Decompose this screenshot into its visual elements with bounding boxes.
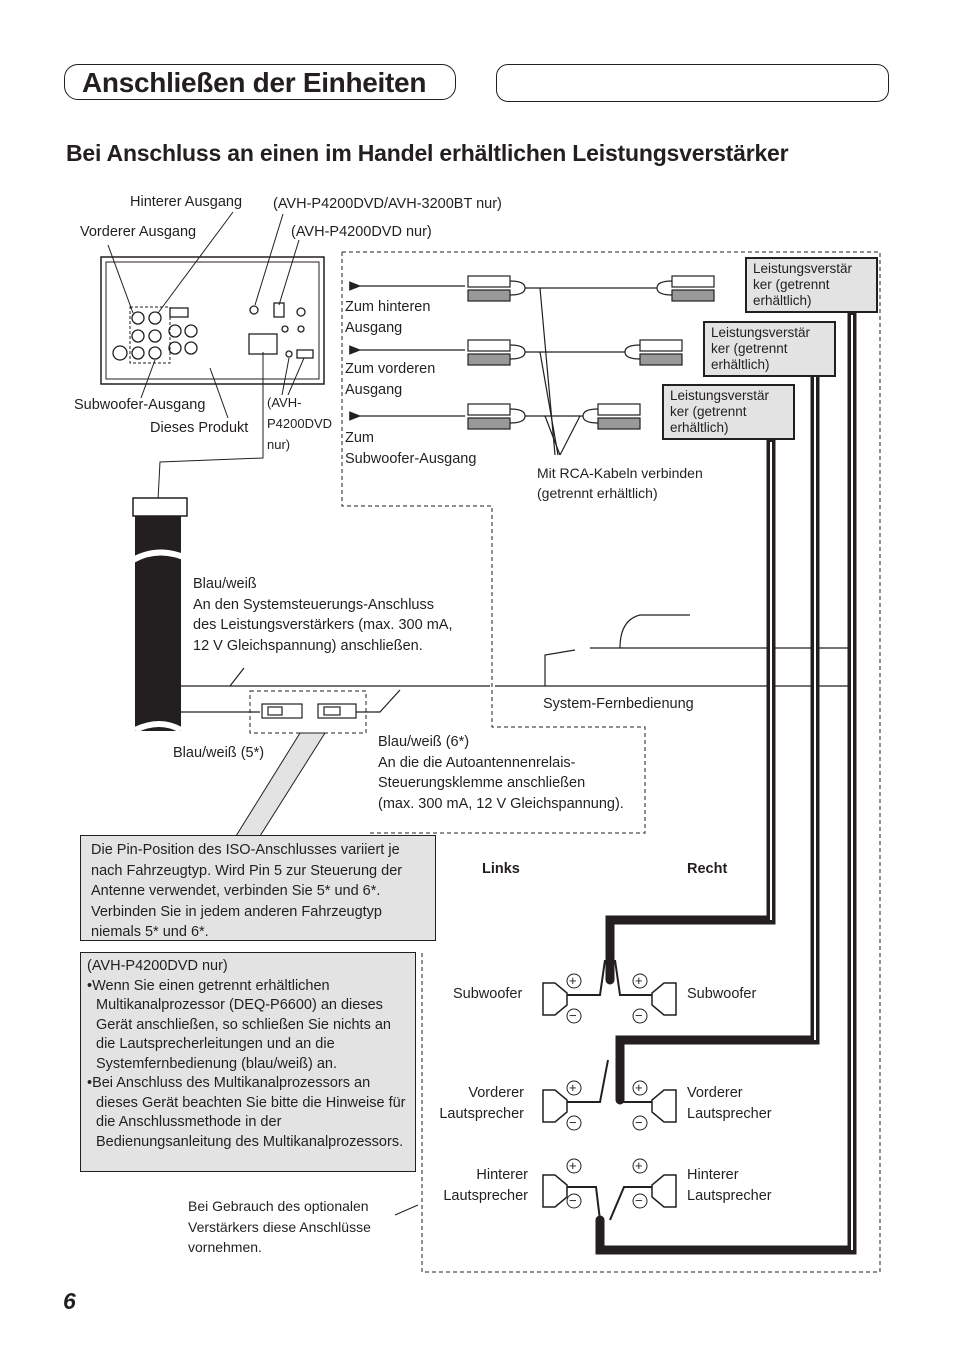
header-empty-frame <box>496 64 889 102</box>
front-output-label: Vorderer Ausgang <box>80 224 197 240</box>
minus-sign: − <box>635 1115 643 1130</box>
title-frame <box>64 64 456 100</box>
minus-sign: − <box>635 1193 643 1208</box>
subwoofer-right-label: Subwoofer <box>687 986 757 1002</box>
subwoofer-output-label: Subwoofer-Ausgang <box>74 397 206 413</box>
plus-sign: + <box>569 1080 577 1095</box>
speakers <box>542 982 677 1208</box>
plus-sign: + <box>569 973 577 988</box>
rear-output-label: Hinterer Ausgang <box>130 194 243 210</box>
minus-sign: − <box>569 1193 577 1208</box>
blue-white-6-note: Blau/weiß (6*)An die die Autoantennenrel… <box>378 734 624 812</box>
plus-sign: + <box>635 1158 643 1173</box>
iso-pin-note: Die Pin-Position des ISO-Anschlusses var… <box>80 835 436 941</box>
plus-sign: + <box>635 1080 643 1095</box>
minus-sign: − <box>635 1008 643 1023</box>
section-heading: Bei Anschluss an einen im Handel erhältl… <box>66 140 789 166</box>
plus-sign: + <box>635 973 643 988</box>
minus-sign: − <box>569 1115 577 1130</box>
model-note-2: (AVH-P4200DVD nur) <box>291 224 432 240</box>
page-number: 6 <box>63 1288 76 1314</box>
left-label: Links <box>482 861 520 877</box>
subwoofer-left-label: Subwoofer <box>453 986 523 1002</box>
blue-white-5-label: Blau/weiß (5*) <box>173 745 265 761</box>
antenna-connectors <box>261 703 357 719</box>
head-unit-rear-panel <box>100 256 325 385</box>
system-remote-label: System-Fernbedienung <box>543 696 694 712</box>
main-harness <box>131 497 192 733</box>
multichannel-note: (AVH-P4200DVD nur) •Wenn Sie einen getre… <box>80 952 416 1172</box>
right-label: Recht <box>687 861 728 877</box>
this-product-label: Dieses Produkt <box>150 420 249 436</box>
plus-sign: + <box>569 1158 577 1173</box>
minus-sign: − <box>569 1008 577 1023</box>
page-title: Anschließen der Einheiten <box>82 67 427 98</box>
model-note-1: (AVH-P4200DVD/AVH-3200BT nur) <box>273 196 502 212</box>
rca-cables-label: Mit RCA-Kabeln verbinden(getrennt erhält… <box>537 465 703 501</box>
